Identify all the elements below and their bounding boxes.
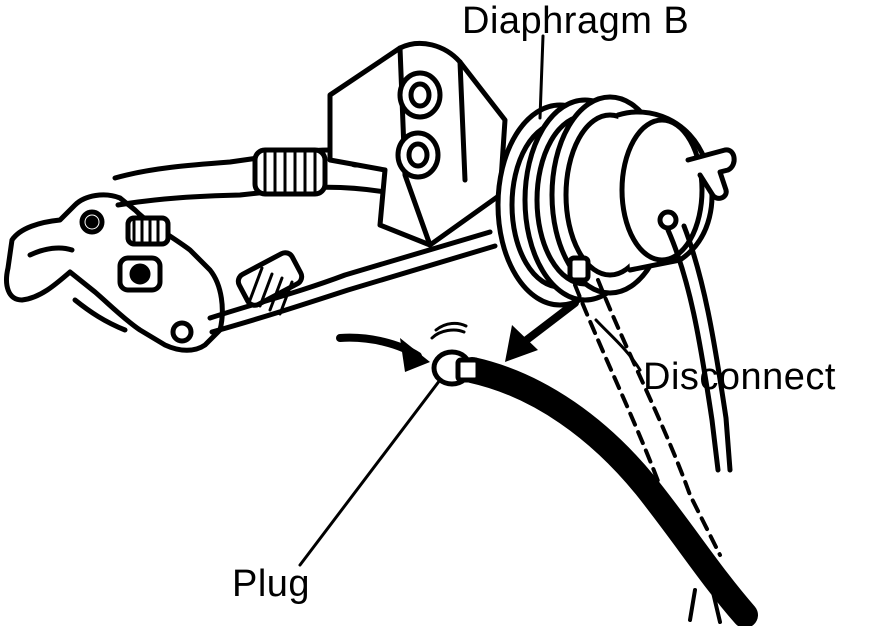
diaphragm-b-unit [495,94,737,473]
plug [430,321,481,387]
insert-plug-arrow [336,333,430,372]
diaphragm-b-label: Diaphragm B [462,0,690,42]
plugged-hose [459,357,758,626]
disconnect-arrow [505,299,579,362]
plug-label: Plug [232,563,311,605]
disconnected-hose-outline [573,278,722,562]
throttle-lever [4,192,225,353]
control-rod [207,229,498,335]
leader-lines [298,34,642,567]
mounting-bracket [327,40,508,248]
disconnect-label: Disconnect [643,356,836,398]
